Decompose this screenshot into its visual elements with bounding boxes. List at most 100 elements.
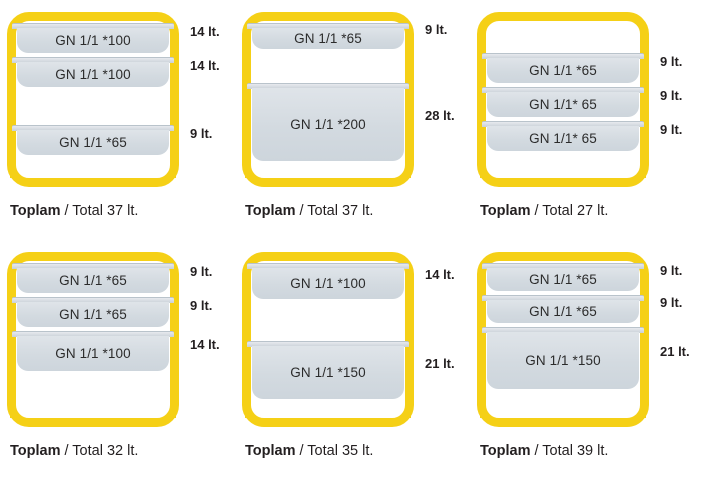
rail-notch-left	[245, 159, 251, 163]
gn-config-cell: GN 1/1 *100 GN 1/1 *150 14 lt.21 lt. Toplam…	[235, 240, 470, 480]
capacity-label: 28 lt.	[425, 108, 455, 123]
gn-pan-slot: GN 1/1* 65	[482, 85, 644, 119]
empty-slot	[251, 163, 405, 178]
rail-notch-left	[10, 174, 16, 178]
total-capacity-caption: Toplam / Total 27 lt.	[480, 203, 608, 219]
rail-notch-right	[170, 153, 176, 157]
rail-notch-left	[245, 397, 251, 401]
rail-notch-right	[640, 174, 646, 178]
cabinet-frame: GN 1/1 *100 GN 1/1 *100 GN 1/1 *65	[7, 12, 179, 187]
slot-stack: GN 1/1 *100 GN 1/1 *150	[247, 261, 409, 418]
total-label-en: / Total 37 lt.	[299, 203, 374, 219]
rail-notch-left	[480, 115, 486, 119]
rail-notch-right	[405, 47, 411, 51]
empty-slot	[251, 301, 405, 339]
capacity-label: 9 lt.	[660, 295, 683, 310]
gn-pan-slot: GN 1/1 *150	[482, 325, 644, 391]
gn-pan-slot: GN 1/1 *65	[482, 51, 644, 85]
rail-notch-left	[245, 77, 251, 81]
gn-pan: GN 1/1 *100	[12, 23, 174, 53]
pan-lip	[12, 125, 174, 131]
gn-pan: GN 1/1 *100	[247, 263, 409, 299]
rail-notch-right	[170, 85, 176, 89]
rail-notch-right	[405, 335, 411, 339]
gn-pan-slot: GN 1/1 *200	[247, 81, 409, 163]
rail-notch-right	[640, 47, 646, 51]
capacity-label: 21 lt.	[425, 356, 455, 371]
pan-lip	[12, 263, 174, 269]
gn-pan: GN 1/1 *65	[482, 53, 644, 83]
rail-notch-right	[405, 414, 411, 418]
total-label-tr: Toplam	[245, 443, 296, 459]
rail-notch-right	[640, 289, 646, 293]
pan-lip	[482, 327, 644, 333]
rail-notch-left	[245, 414, 251, 418]
capacity-label-column: 9 lt.9 lt.21 lt.	[660, 252, 705, 427]
capacity-label-column: 14 lt.14 lt.9 lt.	[190, 12, 235, 187]
pan-lip	[12, 23, 174, 29]
rail-notch-left	[10, 119, 16, 123]
pan-body: GN 1/1 *100	[17, 62, 169, 87]
pan-body: GN 1/1 *65	[487, 58, 639, 83]
pan-lip	[482, 53, 644, 59]
rail-notch-right	[170, 51, 176, 55]
total-capacity-caption: Toplam / Total 37 lt.	[245, 203, 373, 219]
total-label-en: / Total 27 lt.	[534, 203, 609, 219]
rail-notch-right	[640, 115, 646, 119]
cabinet-interior: GN 1/1 *65 GN 1/1 *65 GN 1/1 *100	[10, 261, 176, 418]
rail-notch-left	[245, 174, 251, 178]
rail-notch-right	[640, 81, 646, 85]
pan-size-label: GN 1/1 *100	[55, 67, 131, 82]
gn-pan-slot: GN 1/1 *65	[12, 123, 174, 157]
pan-size-label: GN 1/1 *65	[529, 304, 597, 319]
rail-notch-left	[480, 47, 486, 51]
empty-slot	[251, 401, 405, 418]
cabinet-frame: GN 1/1 *65 GN 1/1 *65 GN 1/1 *150	[477, 252, 649, 427]
pan-size-label: GN 1/1 *65	[529, 272, 597, 287]
rail-notch-left	[245, 335, 251, 339]
pan-size-label: GN 1/1 *65	[59, 307, 127, 322]
capacity-label: 14 lt.	[190, 337, 220, 352]
gn-pan-slot: GN 1/1 *100	[12, 329, 174, 373]
capacity-label: 9 lt.	[425, 22, 448, 37]
pan-size-label: GN 1/1 *150	[290, 365, 366, 380]
empty-slot	[486, 391, 640, 418]
rail-notch-left	[480, 387, 486, 391]
pan-size-label: GN 1/1* 65	[529, 97, 597, 112]
rail-notch-right	[170, 119, 176, 123]
total-label-en: / Total 35 lt.	[299, 443, 374, 459]
pan-size-label: GN 1/1 *100	[55, 33, 131, 48]
pan-body: GN 1/1 *150	[487, 332, 639, 389]
capacity-label: 14 lt.	[190, 24, 220, 39]
capacity-label-column: 9 lt.9 lt.9 lt.	[660, 12, 705, 187]
empty-slot	[16, 373, 170, 418]
pan-body: GN 1/1 *65	[487, 300, 639, 323]
rail-notch-right	[170, 291, 176, 295]
pan-lip	[12, 331, 174, 337]
rail-notch-left	[245, 47, 251, 51]
pan-size-label: GN 1/1 *200	[290, 117, 366, 132]
empty-slot	[486, 21, 640, 51]
pan-lip	[482, 263, 644, 269]
rail-notch-left	[10, 369, 16, 373]
gn-pan: GN 1/1 *200	[247, 83, 409, 161]
gn-pan: GN 1/1 *100	[12, 57, 174, 87]
pan-lip	[247, 23, 409, 29]
gn-pan: GN 1/1 *150	[247, 341, 409, 399]
capacity-label: 9 lt.	[190, 126, 213, 141]
capacity-label: 9 lt.	[190, 298, 213, 313]
rail-notch-left	[10, 325, 16, 329]
rail-notch-right	[170, 325, 176, 329]
pan-body: GN 1/1 *100	[252, 268, 404, 299]
gn-pan-slot: GN 1/1 *65	[12, 261, 174, 295]
gn-pan: GN 1/1 *65	[12, 263, 174, 293]
capacity-label-column: 14 lt.21 lt.	[425, 252, 470, 427]
pan-body: GN 1/1* 65	[487, 92, 639, 117]
